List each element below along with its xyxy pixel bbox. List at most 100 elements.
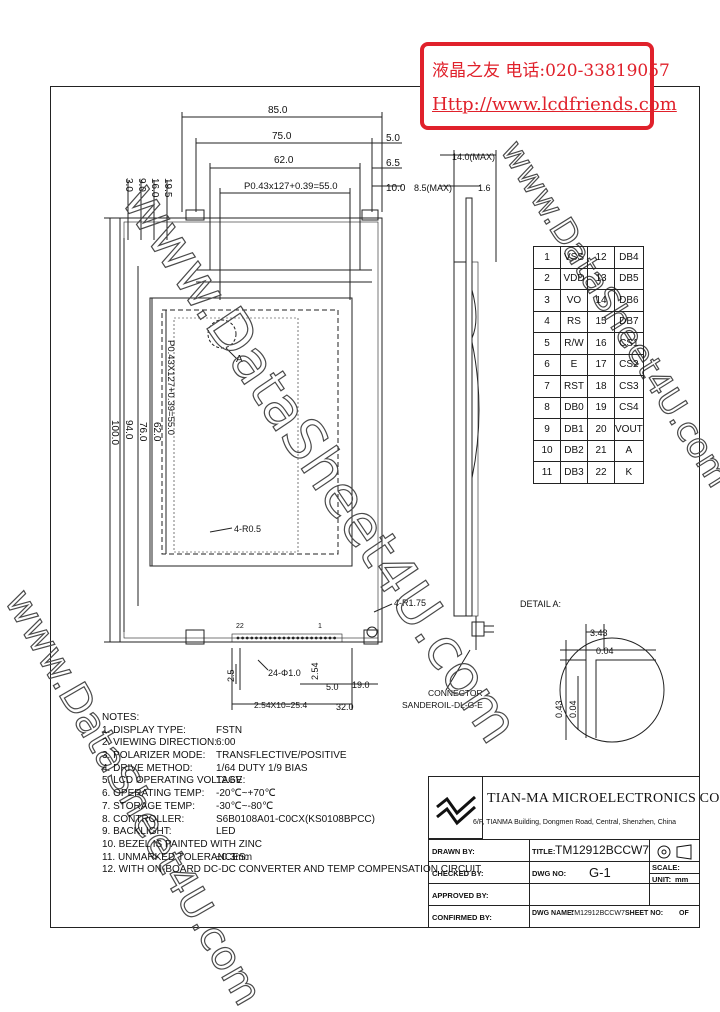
connector-pin: [278, 636, 281, 640]
dim-16: 16.0: [149, 178, 160, 198]
dim-75: 75.0: [272, 131, 292, 142]
banner-url-link[interactable]: Http://www.lcdfriends.com: [432, 94, 677, 115]
pin-table-cell: 5: [533, 332, 561, 355]
dim-5: 5.0: [386, 133, 400, 144]
dwg-no-label: DWG NO:: [532, 869, 567, 878]
title-label: TITLE:: [532, 847, 556, 856]
note-value: 1/64 DUTY 1/9 BIAS: [216, 762, 308, 774]
connector-pin: [245, 636, 249, 640]
callout-a: A: [236, 354, 243, 365]
company-name: TIAN-MA MICROELECTRONICS CO.: [487, 791, 720, 806]
connector-pin: [250, 636, 254, 640]
side-view-curve: [471, 341, 480, 479]
pin-table-cell: 11: [533, 461, 561, 484]
unit-label: UNIT:: [652, 875, 672, 884]
projection-symbol-icon: [655, 843, 695, 866]
dim-10: 10.0: [386, 183, 406, 194]
note-value: -30℃~-80℃: [216, 800, 274, 812]
pin-table-cell: VO: [560, 289, 588, 312]
pin-table-cell: CS2: [614, 353, 644, 376]
connector-pin: [314, 636, 318, 640]
pin-table-cell: CS3: [614, 375, 644, 398]
detail-a-title: DETAIL A:: [520, 599, 561, 609]
pin-table-cell: 7: [533, 375, 561, 398]
dim-62: 62.0: [274, 155, 294, 166]
company-logo: [429, 777, 483, 839]
bottom-tab-right: [363, 629, 379, 645]
pin-table-cell: K: [614, 461, 644, 484]
company-address: 6/F, TIANMA Building, Dongmen Road, Cent…: [473, 819, 676, 826]
pin-row: [231, 633, 343, 643]
detail-a-drawing: [559, 624, 665, 743]
pin-table-cell: DB2: [560, 439, 588, 462]
note-value: FSTN: [216, 724, 243, 736]
pin-table-cell: 18: [587, 375, 615, 398]
dim-76: 76.0: [137, 422, 148, 442]
dim-2-54x10: 2.54X10=25.4: [254, 700, 307, 710]
sheet-no-value: OF: [679, 910, 689, 917]
side-view-body: [453, 261, 467, 617]
note-item: 6. OPERATING TEMP:-20℃~+70℃: [102, 788, 276, 801]
connector-pin: [291, 636, 295, 640]
pin-table-cell: 12: [587, 246, 615, 269]
connector-part: SANDEROIL-DL-G-E: [402, 700, 483, 710]
detail-004-h: 0.04: [596, 646, 614, 656]
connector-pin: [296, 636, 300, 640]
note-key: 8. CONTROLLER:: [102, 813, 185, 825]
note-item: 7. STORAGE TEMP:-30℃~-80℃: [102, 801, 273, 814]
dim-24-holes: 24-Φ1.0: [268, 668, 301, 678]
connector-pin: [319, 636, 323, 640]
pin-table-cell: 17: [587, 353, 615, 376]
note-key: 1. DISPLAY TYPE:: [102, 724, 186, 736]
note-value: TRANSFLECTIVE/POSITIVE: [216, 750, 347, 762]
dim-1-6: 1.6: [478, 183, 491, 193]
dim-2-54: 2.54: [310, 662, 320, 680]
pin-table-cell: DB6: [614, 289, 644, 312]
scale-label: SCALE:: [652, 863, 680, 872]
note-key: 12. WITH ON-BOARD DC-DC CONVERTER AND TE…: [102, 864, 482, 876]
pin-table-cell: 1: [533, 246, 561, 269]
note-value: ±0.3mm: [216, 851, 253, 863]
connector-pin: [268, 636, 272, 640]
dwg-name-label: DWG NAME:: [532, 910, 574, 917]
side-view-pcb: [465, 197, 473, 617]
pin-table-cell: 15: [587, 310, 615, 333]
pin-table-cell: E: [560, 353, 588, 376]
pin-table-cell: CS4: [614, 396, 644, 419]
banner-phone-line: 液晶之友 电话:020-33819057: [432, 61, 670, 81]
dim-85: 85.0: [268, 105, 288, 116]
drawing-frame: [50, 86, 700, 928]
dim-94: 94.0: [123, 420, 134, 440]
dim-32: 32.0: [336, 702, 354, 712]
notes-header: NOTES:: [102, 712, 140, 723]
pin-table-cell: 14: [587, 289, 615, 312]
model-title: TM12912BCCW7: [555, 843, 650, 857]
connector-pin: [255, 636, 258, 640]
dim-9: 9.0: [136, 178, 147, 192]
pin-table-cell: 2: [533, 267, 561, 290]
pin-table-cell: 19: [587, 396, 615, 419]
sheet-no-label: SHEET NO:: [625, 910, 664, 917]
callout-r1-75: 4-R1.75: [394, 598, 426, 608]
note-key: 2. VIEWING DIRECTION:: [102, 737, 218, 749]
note-value: LED: [216, 826, 236, 838]
viewing-area-outline: [149, 297, 353, 567]
pin-table-cell: 22: [587, 461, 615, 484]
connector-pin: [241, 636, 245, 640]
dim-100: 100.0: [109, 420, 120, 445]
dwg-name-value: TM12912BCCW7: [570, 910, 625, 917]
note-key: 3. POLARIZER MODE:: [102, 750, 206, 762]
pin-table-cell: VOUT: [614, 418, 644, 441]
drawn-by-label: DRAWN BY:: [432, 847, 475, 856]
connector-pin: [273, 636, 277, 640]
pin-table-cell: 8: [533, 396, 561, 419]
note-value: S6B0108A01-C0CX(KS0108BPCC): [216, 813, 375, 825]
connector-pin: [259, 636, 263, 640]
pin-table-cell: 4: [533, 310, 561, 333]
pin-table-cell: DB5: [614, 267, 644, 290]
